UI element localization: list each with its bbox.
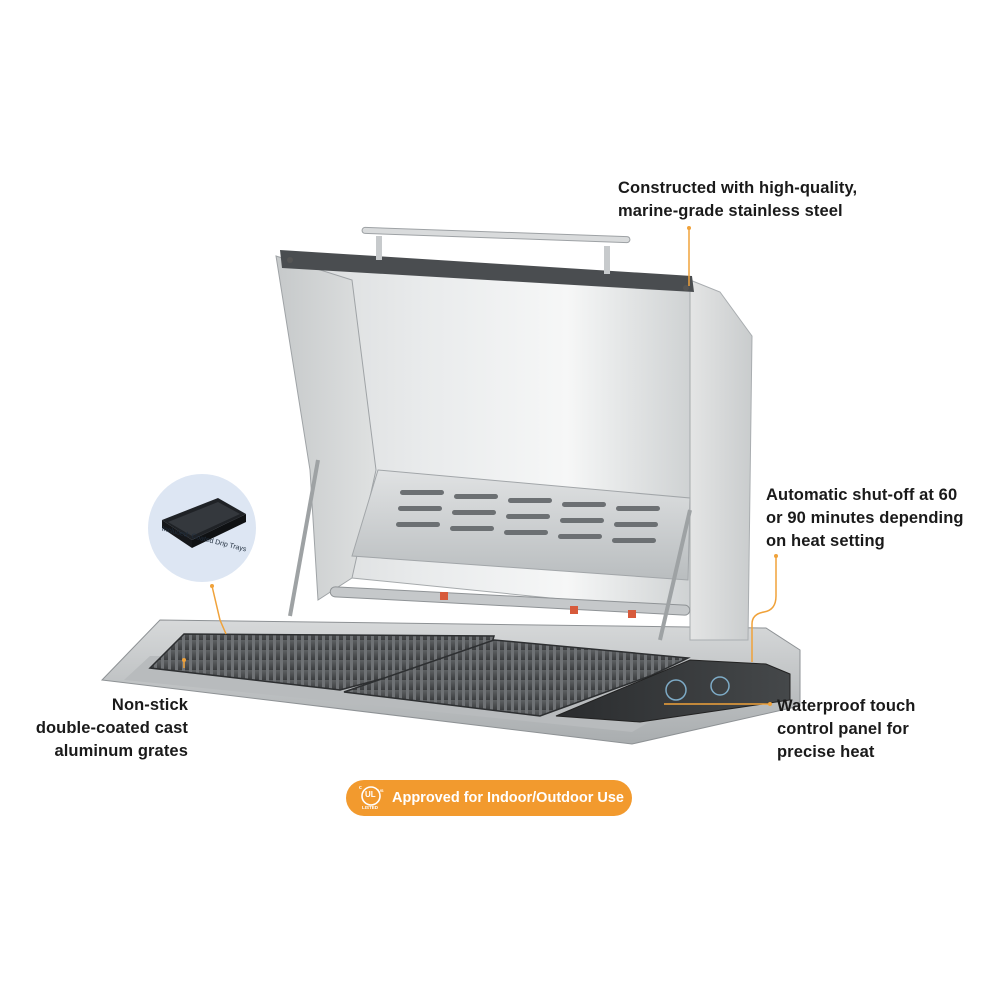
lid-right-side	[689, 279, 753, 641]
callout-shutoff-line-3: on heat setting	[766, 532, 885, 550]
callout-steel-line-2: marine-grade stainless steel	[618, 202, 843, 220]
ul-mark-listed: LISTED	[362, 805, 379, 810]
callout-shutoff-line-2: or 90 minutes depending	[766, 509, 964, 527]
callout-panel-line-3: precise heat	[777, 743, 875, 761]
vent-slots	[396, 490, 660, 543]
ul-mark-c: c	[359, 785, 362, 791]
ul-listed-icon: c UL US LISTED	[358, 785, 384, 811]
callout-grates: Non-stick double-coated cast aluminum gr…	[30, 694, 188, 763]
vent-plate	[351, 469, 691, 581]
approval-badge-text: Approved for Indoor/Outdoor Use	[392, 790, 624, 806]
callout-steel: Constructed with high-quality, marine-gr…	[618, 177, 857, 223]
drip-tray-icon	[162, 498, 246, 548]
drip-tray-thumbnail: Included: Coated Drip Trays	[148, 474, 256, 582]
callout-shutoff: Automatic shut-off at 60 or 90 minutes d…	[766, 484, 964, 553]
callout-grates-line-3: aluminum grates	[54, 742, 188, 760]
callout-panel-line-2: control panel for	[777, 720, 909, 738]
ul-mark-us: US	[378, 788, 384, 793]
callout-steel-line-1: Constructed with high-quality,	[618, 179, 858, 197]
control-panel	[555, 659, 791, 723]
callout-grates-line-2: double-coated cast	[35, 719, 188, 737]
callout-grates-line-1: Non-stick	[111, 696, 188, 714]
callout-panel: Waterproof touch control panel for preci…	[777, 695, 915, 764]
ul-mark-center: UL	[365, 790, 376, 799]
callout-panel-line-1: Waterproof touch	[777, 697, 916, 715]
approval-badge: c UL US LISTED Approved for Indoor/Outdo…	[346, 780, 632, 816]
grate-right	[343, 639, 691, 717]
lid-left-side	[275, 255, 377, 601]
callout-shutoff-line-1: Automatic shut-off at 60	[766, 486, 958, 504]
